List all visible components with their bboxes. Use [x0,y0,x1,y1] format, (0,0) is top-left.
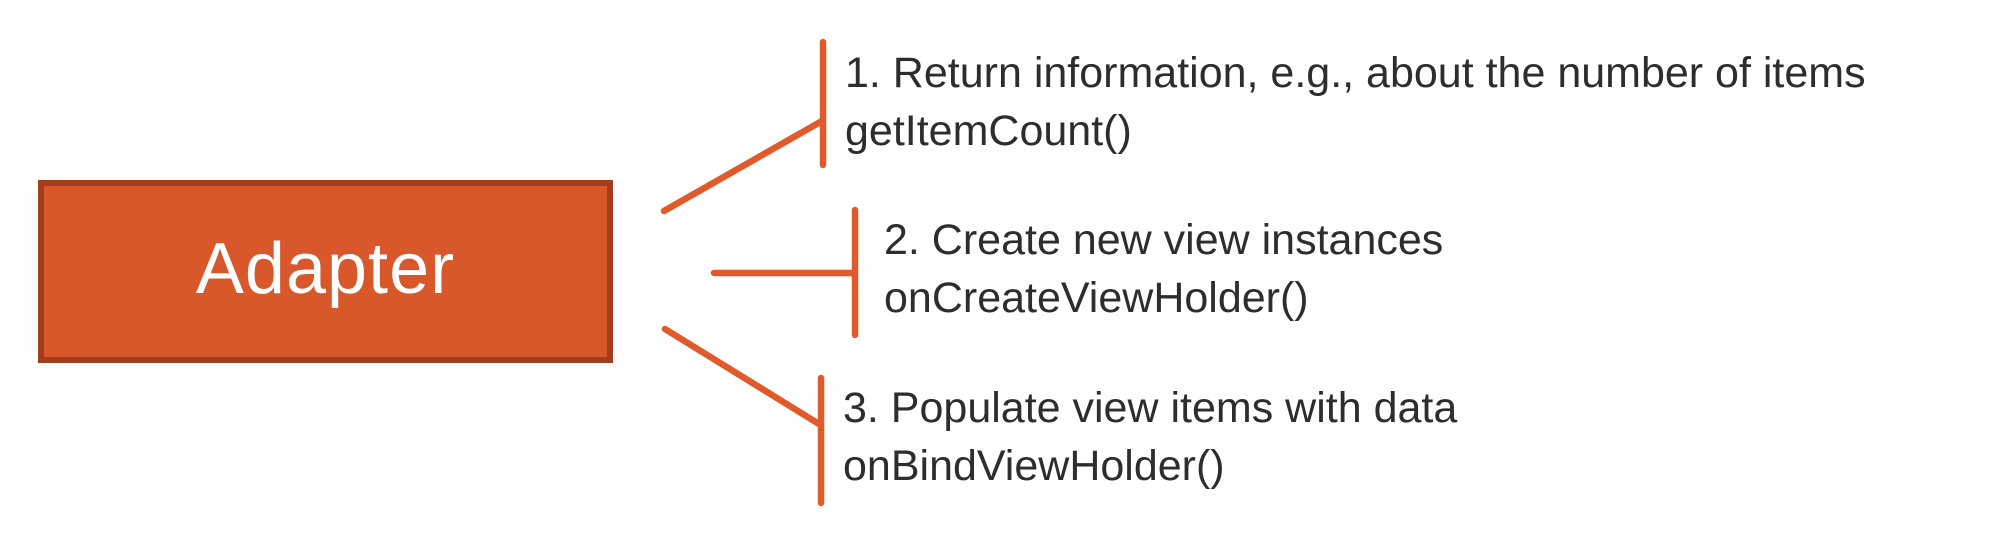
branch-1-text: 1. Return information, e.g., about the n… [845,44,1866,160]
branch-3-method: onBindViewHolder() [843,442,1225,490]
branch-2-text: 2. Create new view instances onCreateVie… [884,211,1443,327]
adapter-node-label: Adapter [195,228,456,309]
branch-3-diagonal-connector [661,325,823,428]
branch-2-description: 2. Create new view instances [884,216,1444,264]
branch-1-diagonal-connector [660,117,826,215]
branch-3-description: 3. Populate view items with data [843,384,1458,432]
branch-3-text: 3. Populate view items with data onBindV… [843,379,1457,495]
branch-1-description: 1. Return information, e.g., about the n… [845,49,1866,97]
branch-2-method: onCreateViewHolder() [884,274,1309,322]
branch-1-method: getItemCount() [845,107,1132,155]
adapter-node: Adapter [38,180,613,363]
